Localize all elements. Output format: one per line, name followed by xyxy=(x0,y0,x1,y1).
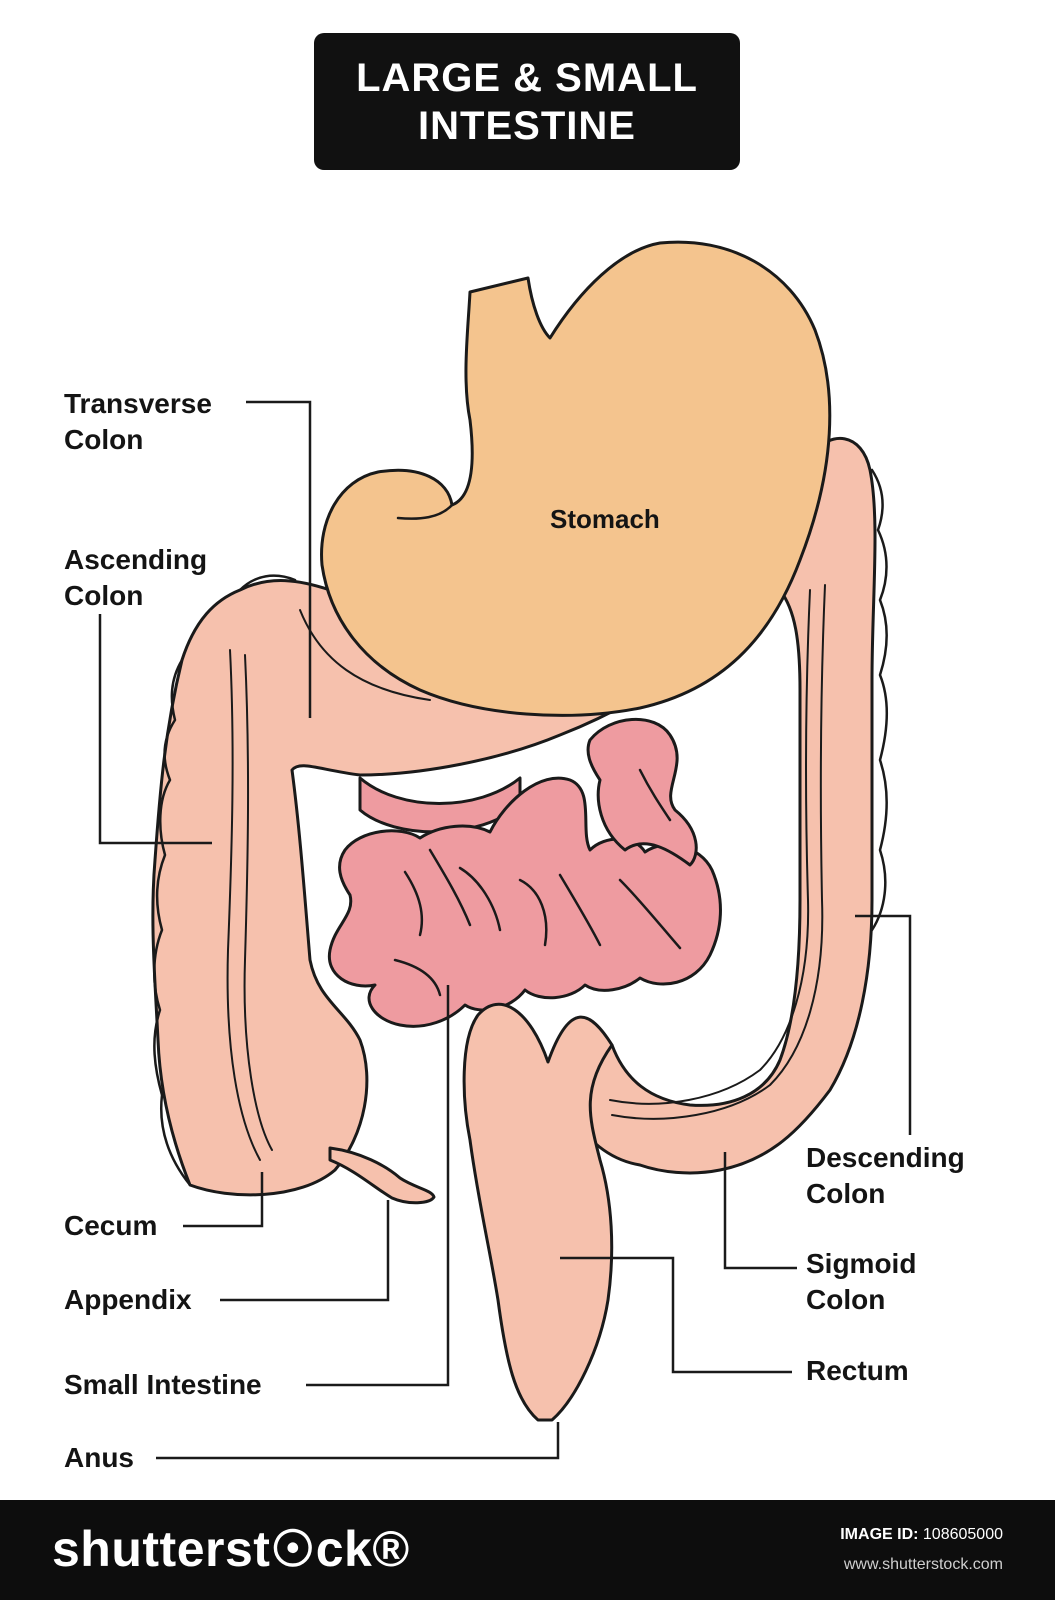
rectum-leader xyxy=(560,1256,792,1374)
ascending-colon-leader xyxy=(98,614,212,845)
descending-colon-leader xyxy=(855,914,912,1135)
descending-colon-label-line-1: Descending xyxy=(806,1142,965,1173)
image-id-row: IMAGE ID: 108605000 xyxy=(840,1526,1003,1544)
image-id-label: IMAGE ID: xyxy=(840,1526,919,1543)
ascending-colon-label: Ascending Colon xyxy=(64,542,207,614)
stomach-label: Stomach xyxy=(550,504,660,534)
descending-colon-label: Descending Colon xyxy=(806,1140,965,1212)
image-id-value: 108605000 xyxy=(922,1526,1003,1543)
descending-colon-label-line-2: Colon xyxy=(806,1178,886,1209)
cecum-leader xyxy=(183,1172,264,1228)
rectum-label: Rectum xyxy=(806,1355,909,1386)
sigmoid-rectum-shape xyxy=(462,1002,614,1422)
appendix-shape xyxy=(328,1146,436,1205)
sigmoid-colon-label-line-2: Colon xyxy=(806,1284,886,1315)
title-line-2: INTESTINE xyxy=(418,103,636,148)
diagram-title: LARGE & SMALL INTESTINE xyxy=(314,33,740,170)
cecum-label: Cecum xyxy=(64,1210,158,1241)
small-intestine-shape xyxy=(327,717,722,1028)
digestive-tract-illustration xyxy=(98,240,912,1460)
appendix-label: Appendix xyxy=(64,1284,192,1315)
ascending-colon-label-line-2: Colon xyxy=(64,580,144,611)
stomach-shape xyxy=(320,240,832,717)
ascending-colon-label-line-1: Ascending xyxy=(64,544,208,575)
callout-lines xyxy=(98,400,912,1460)
sigmoid-colon-leader xyxy=(723,1152,797,1270)
brand-logo: shutterst☉ck® xyxy=(52,1521,410,1577)
sigmoid-colon-label: Sigmoid Colon xyxy=(806,1246,916,1318)
site-url: www.shutterstock.com xyxy=(843,1556,1003,1573)
appendix-leader xyxy=(220,1200,390,1302)
transverse-colon-leader xyxy=(246,400,312,718)
stock-footer-bar: shutterst☉ck® IMAGE ID: 108605000 www.sh… xyxy=(0,1500,1055,1600)
small-intestine-label: Small Intestine xyxy=(64,1369,262,1400)
transverse-colon-label-line-2: Colon xyxy=(64,424,144,455)
transverse-colon-label-line-1: Transverse xyxy=(64,388,212,419)
anus-leader xyxy=(156,1422,560,1460)
small-intestine-leader xyxy=(306,985,450,1387)
sigmoid-colon-label-line-1: Sigmoid xyxy=(806,1248,917,1279)
title-line-1: LARGE & SMALL xyxy=(356,55,698,100)
anus-label: Anus xyxy=(64,1442,134,1473)
transverse-colon-label: Transverse Colon xyxy=(64,386,212,458)
